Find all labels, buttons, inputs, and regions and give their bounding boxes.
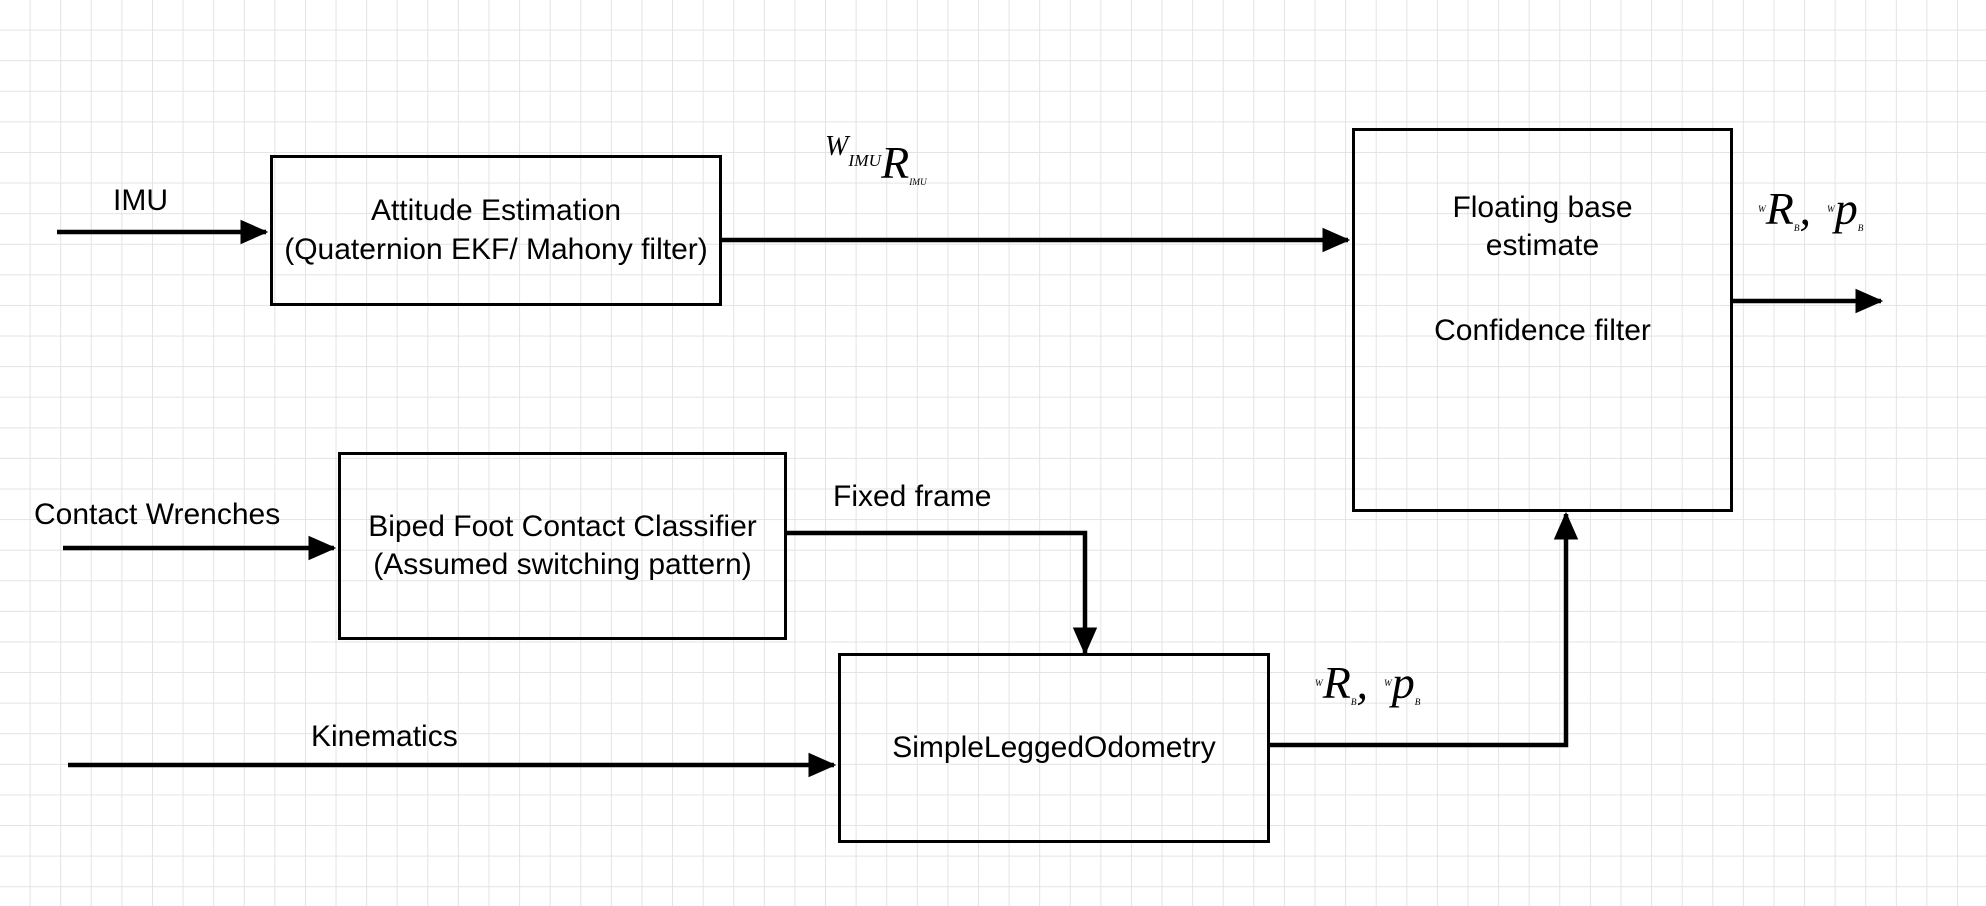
wire-classifier-to-odometry <box>787 530 1098 656</box>
block-biped-foot-contact-classifier[interactable]: Biped Foot Contact Classifier (Assumed s… <box>338 452 787 640</box>
label-fixed-frame: Fixed frame <box>833 480 992 513</box>
base-pose-output-separator: , <box>1799 183 1812 234</box>
label-imu: IMU <box>113 184 168 217</box>
block-floating-base-estimate-line-4: Confidence filter <box>1434 313 1651 347</box>
block-floating-base-estimate-line-2: estimate <box>1485 229 1600 263</box>
imu-rotation-sub: IMU <box>909 177 927 188</box>
block-attitude-estimation-line-1: Attitude Estimation <box>370 194 622 228</box>
label-imu-rotation: WIMURIMU <box>825 132 927 188</box>
base-pose-output-term-0-symbol: R <box>1765 183 1794 234</box>
block-attitude-estimation[interactable]: Attitude Estimation (Quaternion EKF/ Mah… <box>270 155 722 306</box>
wire-odometry-to-floating-base <box>1270 511 1579 748</box>
label-contact-wrenches: Contact Wrenches <box>34 498 281 531</box>
block-biped-foot-contact-classifier-line-1: Biped Foot Contact Classifier <box>368 509 757 543</box>
imu-rotation-sup-sub: IMU <box>848 150 882 170</box>
base-pose-feedback-term-1-sub: B <box>1414 697 1421 708</box>
imu-rotation-sup-base: W <box>825 130 849 162</box>
base-pose-output-term-0-sub: B <box>1793 223 1800 234</box>
base-pose-feedback-term-0-sup: W <box>1315 678 1323 689</box>
label-base-pose-feedback: WRB,WpB <box>1315 657 1421 708</box>
block-simple-legged-odometry[interactable]: SimpleLeggedOdometry <box>838 653 1270 843</box>
block-biped-foot-contact-classifier-line-2: (Assumed switching pattern) <box>373 548 752 581</box>
block-floating-base-estimate-line-1: Floating base <box>1452 191 1633 224</box>
base-pose-feedback-separator: , <box>1356 657 1369 708</box>
base-pose-output-term-1-symbol: p <box>1834 183 1858 234</box>
block-attitude-estimation-line-2: (Quaternion EKF/ Mahony filter) <box>284 232 708 266</box>
base-pose-feedback-term-0-symbol: R <box>1322 657 1351 708</box>
base-pose-feedback-term-1-sup: W <box>1384 678 1392 689</box>
imu-rotation-symbol: R <box>881 137 910 188</box>
base-pose-output-term-1-sub: B <box>1857 223 1864 234</box>
block-floating-base-estimate[interactable]: Floating base estimate Confidence filter <box>1352 128 1733 512</box>
base-pose-output-term-1-sup: W <box>1827 204 1835 215</box>
base-pose-output-term-0-sup: W <box>1758 204 1766 215</box>
base-pose-feedback-term-0-sub: B <box>1350 697 1357 708</box>
block-simple-legged-odometry-line-1: SimpleLeggedOdometry <box>892 730 1216 764</box>
base-pose-feedback-term-1-symbol: p <box>1391 657 1415 708</box>
label-kinematics: Kinematics <box>311 720 458 753</box>
label-base-pose-output: WRB,WpB <box>1758 183 1864 234</box>
